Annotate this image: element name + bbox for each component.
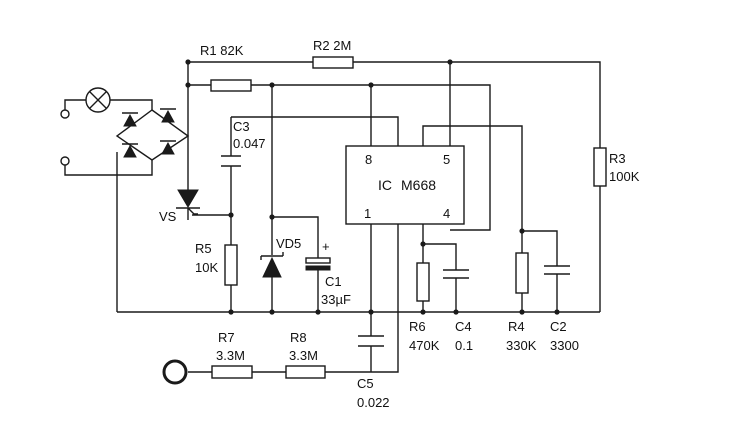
- label-r6-value: 470K: [409, 338, 440, 353]
- ic-m668-body: [345, 145, 465, 225]
- resistor-r4: [515, 252, 529, 294]
- resistor-r1: [210, 79, 252, 92]
- label-ic-name: IC: [378, 177, 392, 193]
- label-c1-value: 33µF: [321, 292, 351, 307]
- label-vs: VS: [159, 209, 177, 224]
- label-r5-name: R5: [195, 241, 212, 256]
- ac-terminal-bottom: [60, 156, 70, 166]
- ac-terminal-top: [60, 109, 70, 119]
- label-c2-value: 3300: [550, 338, 579, 353]
- resistor-r7: [211, 365, 253, 379]
- label-r8-name: R8: [290, 330, 307, 345]
- wires: [64, 61, 601, 373]
- capacitor-c1: [305, 257, 331, 271]
- junction-dots: [185, 59, 560, 315]
- label-c3-value: 0.047: [233, 136, 266, 151]
- resistor-r8: [285, 365, 326, 379]
- sensor-input-terminal: [162, 359, 188, 385]
- zener-diode-vd5: [260, 252, 284, 278]
- label-r2: R2 2M: [313, 38, 351, 53]
- label-r7-value: 3.3M: [216, 348, 245, 363]
- resistor-r5: [224, 244, 238, 286]
- capacitor-c3: [221, 155, 241, 167]
- thyristor-vs: [176, 189, 200, 215]
- label-c2-name: C2: [550, 319, 567, 334]
- label-r8-value: 3.3M: [289, 348, 318, 363]
- label-ic-part: M668: [401, 177, 436, 193]
- resistor-r6: [416, 262, 430, 302]
- label-r6-name: R6: [409, 319, 426, 334]
- component-labels: R1 82K R2 2M C3 0.047 8 5 IC M668 1 4 R3…: [159, 38, 640, 410]
- label-r7-name: R7: [218, 330, 235, 345]
- capacitor-c2: [544, 265, 570, 275]
- label-r1: R1 82K: [200, 43, 244, 58]
- label-r4-name: R4: [508, 319, 525, 334]
- label-vd5: VD5: [276, 236, 301, 251]
- label-r4-value: 330K: [506, 338, 537, 353]
- capacitor-c5: [358, 335, 384, 347]
- label-c5-name: C5: [357, 376, 374, 391]
- label-c1-plus: +: [322, 239, 330, 254]
- label-c1-name: C1: [325, 274, 342, 289]
- label-c4-name: C4: [455, 319, 472, 334]
- label-c3-name: C3: [233, 119, 250, 134]
- label-ic-pin4: 4: [443, 206, 450, 221]
- label-r3-value: 100K: [609, 169, 640, 184]
- resistor-r2: [312, 56, 354, 69]
- resistor-r3: [593, 147, 607, 187]
- capacitor-c4: [443, 269, 469, 279]
- label-ic-pin8: 8: [365, 152, 372, 167]
- label-c5-value: 0.022: [357, 395, 390, 410]
- lamp-icon: [85, 87, 111, 113]
- label-r5-value: 10K: [195, 260, 218, 275]
- label-c4-value: 0.1: [455, 338, 473, 353]
- bridge-rectifier: [115, 108, 190, 161]
- label-r3-name: R3: [609, 151, 626, 166]
- label-ic-pin1: 1: [364, 206, 371, 221]
- label-ic-pin5: 5: [443, 152, 450, 167]
